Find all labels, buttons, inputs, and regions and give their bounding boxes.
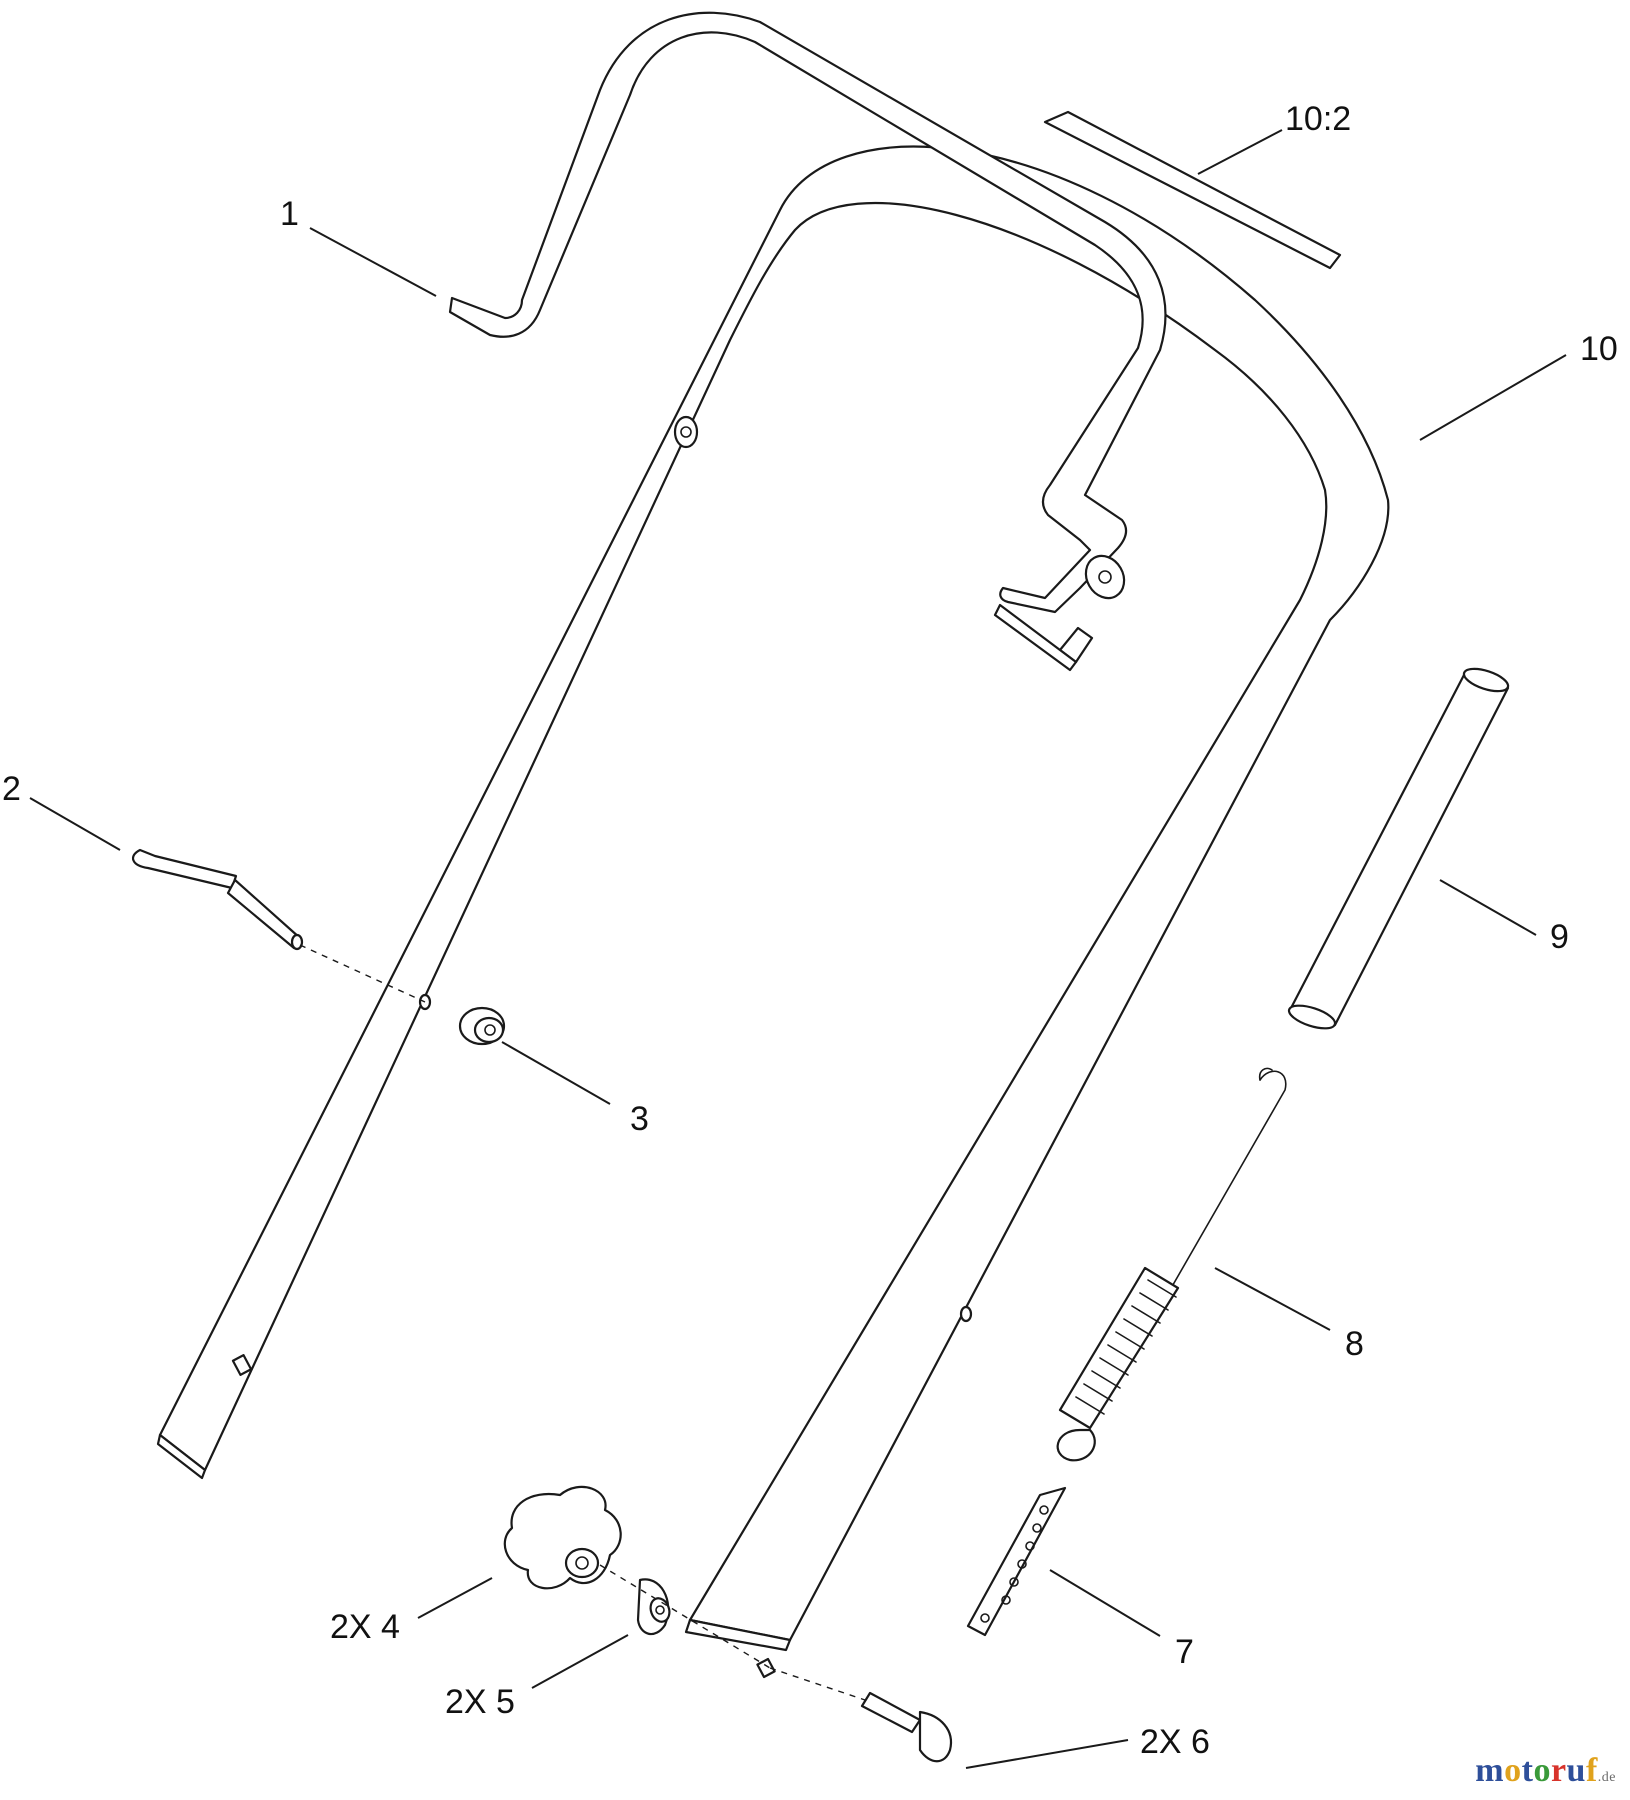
adjustment-plate [966,1486,1067,1637]
leader-8 [1214,1267,1331,1331]
watermark-letter: r [1550,1752,1567,1789]
motoruf-watermark: motoruf.de [1475,1752,1616,1790]
callout-6: 2X 6 [1140,1723,1210,1761]
leader-6 [965,1739,1129,1769]
leader-10 [1419,354,1567,441]
star-knob [503,1485,622,1590]
grip-tube [1287,667,1510,1030]
bail-bushing [1084,554,1126,600]
callout-8: 8 [1345,1325,1364,1363]
spring-coils [1075,1279,1177,1415]
callout-2: 2 [2,770,21,808]
watermark-letter: o [1504,1752,1522,1789]
tube-hole-top [673,415,699,449]
callout-7: 7 [1175,1633,1194,1671]
leader-9 [1439,879,1537,936]
leader-4 [417,1577,493,1619]
tube-hole-right [959,1305,973,1323]
watermark-letters: motoruf [1475,1752,1598,1789]
flange-nut [458,1006,506,1046]
axis-knob [599,1564,771,1669]
watermark-letter: o [1533,1752,1551,1789]
handle-tube [156,145,1390,1679]
leader-10-2 [1197,129,1283,175]
leader-5 [531,1634,629,1689]
carriage-bolt [860,1691,953,1763]
pin [131,848,304,951]
watermark-suffix: .de [1597,1770,1616,1785]
leader-3 [501,1041,611,1105]
callout-5: 2X 5 [445,1683,515,1721]
callout-10-2: 10:2 [1285,100,1351,138]
leader-1 [309,227,437,297]
leader-2 [29,797,121,851]
control-bail [448,11,1167,672]
callout-9: 9 [1550,918,1569,956]
watermark-letter: t [1521,1752,1534,1789]
decal-strip [1043,110,1342,270]
spring [1056,1067,1287,1462]
washer [636,1578,671,1636]
watermark-letter: m [1475,1752,1505,1789]
axis-bolt [769,1667,866,1701]
callout-10: 10 [1580,330,1618,368]
tube-slot-left [231,1354,253,1376]
callout-1: 1 [280,195,299,233]
watermark-letter: f [1585,1752,1598,1789]
callout-3: 3 [630,1100,649,1138]
leader-7 [1049,1569,1161,1637]
tube-slot-right [756,1657,776,1679]
watermark-letter: u [1566,1752,1586,1789]
callout-4: 2X 4 [330,1608,400,1646]
